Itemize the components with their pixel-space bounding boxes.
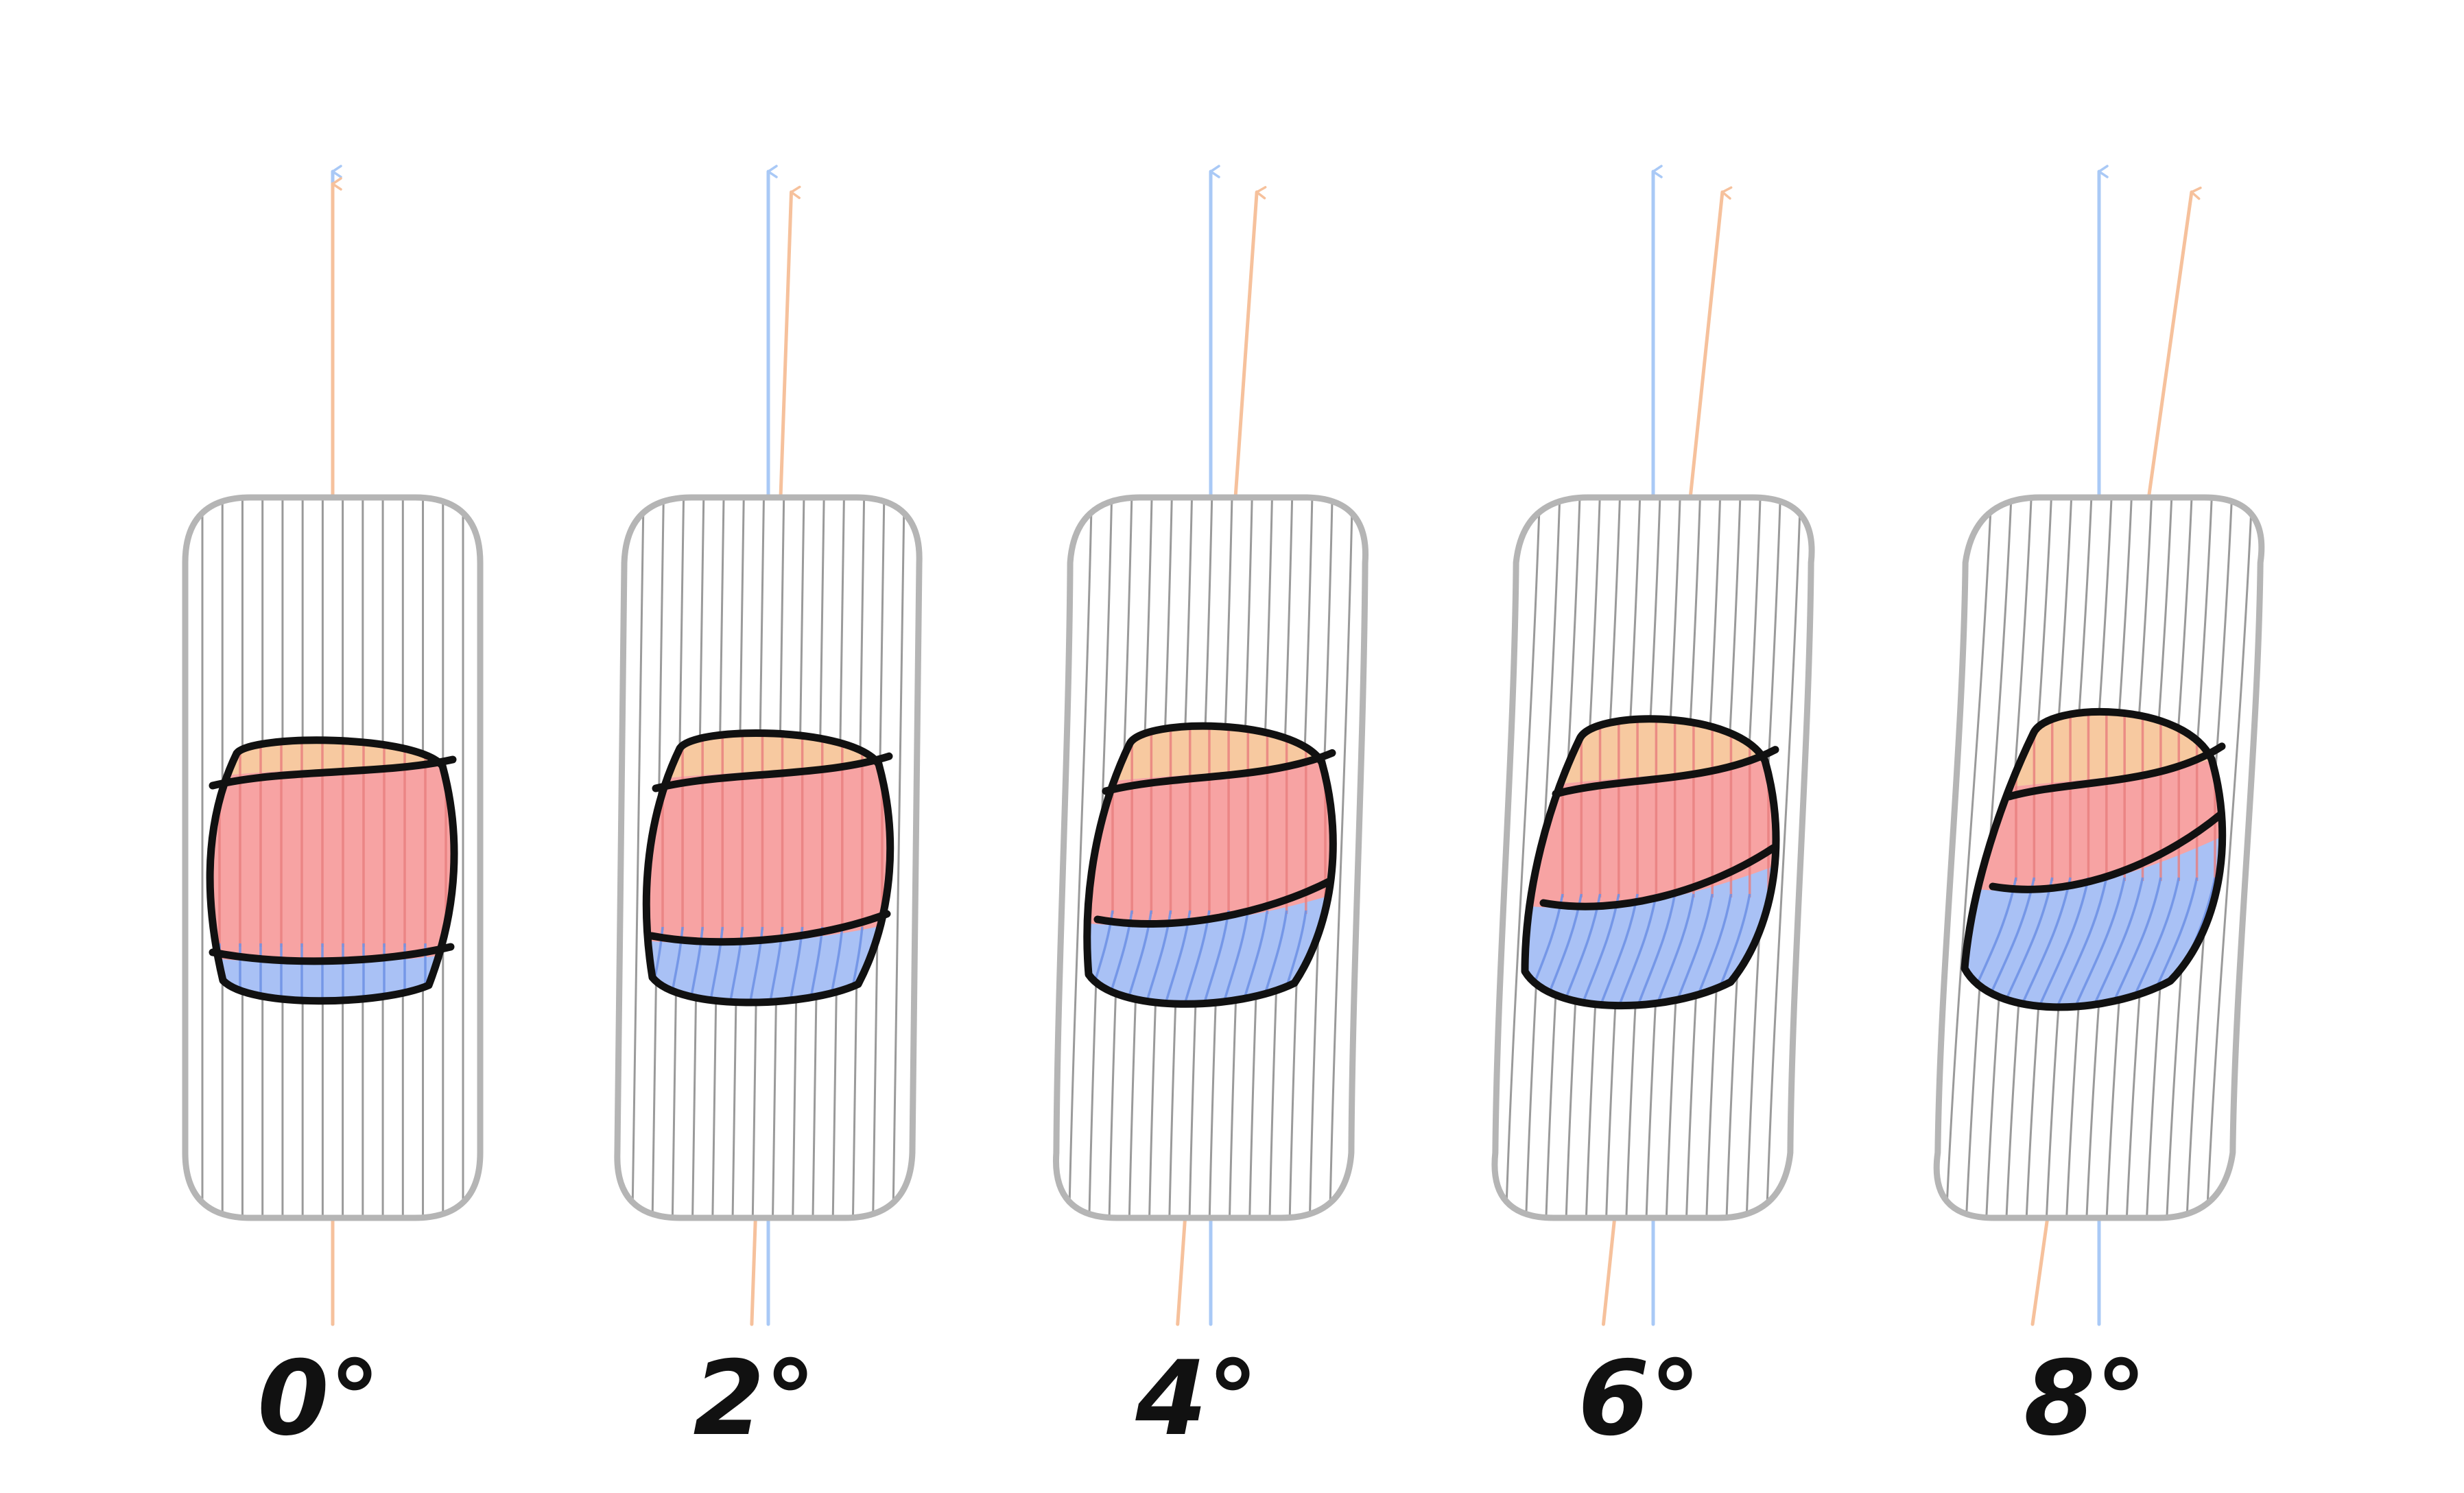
panel-0: 0° <box>182 165 484 1459</box>
frame-outline <box>614 494 923 1221</box>
blob-outline <box>1521 715 1780 1010</box>
frame-outline <box>1052 494 1369 1221</box>
frame-outline <box>182 494 484 1221</box>
cap-edge <box>2005 742 2226 801</box>
cap-edge <box>209 755 457 790</box>
front-face <box>646 753 890 944</box>
tilt-label: 6° <box>1578 1339 1701 1459</box>
frame-outline <box>1491 494 1815 1221</box>
bottom-edge <box>648 910 891 946</box>
cap-edge <box>1552 746 1779 798</box>
blob-outline <box>206 736 458 1005</box>
blob-outline <box>1083 722 1337 1008</box>
bottom-edge <box>1539 844 1777 910</box>
cap-edge <box>1102 749 1336 795</box>
panel-4: 8° <box>1933 165 2265 1459</box>
tilt-label: 2° <box>693 1339 816 1459</box>
frame-outline <box>1933 494 2265 1221</box>
front-face <box>210 757 455 963</box>
panel-1: 2° <box>614 165 923 1459</box>
front-face <box>1965 742 2223 891</box>
front-face <box>1087 749 1334 926</box>
panel-2: 4° <box>1052 165 1369 1459</box>
bottom-edge <box>1093 877 1334 928</box>
cap-edge <box>652 752 893 792</box>
bottom-edge <box>1989 811 2224 893</box>
blob-outline <box>642 729 895 1007</box>
bottom-edge <box>209 943 455 965</box>
panel-3: 6° <box>1491 165 1815 1459</box>
blob-outline <box>1960 707 2227 1011</box>
tilt-label: 0° <box>257 1339 380 1459</box>
tilt-label: 8° <box>2024 1339 2146 1459</box>
tilt-label: 4° <box>1135 1339 1258 1459</box>
